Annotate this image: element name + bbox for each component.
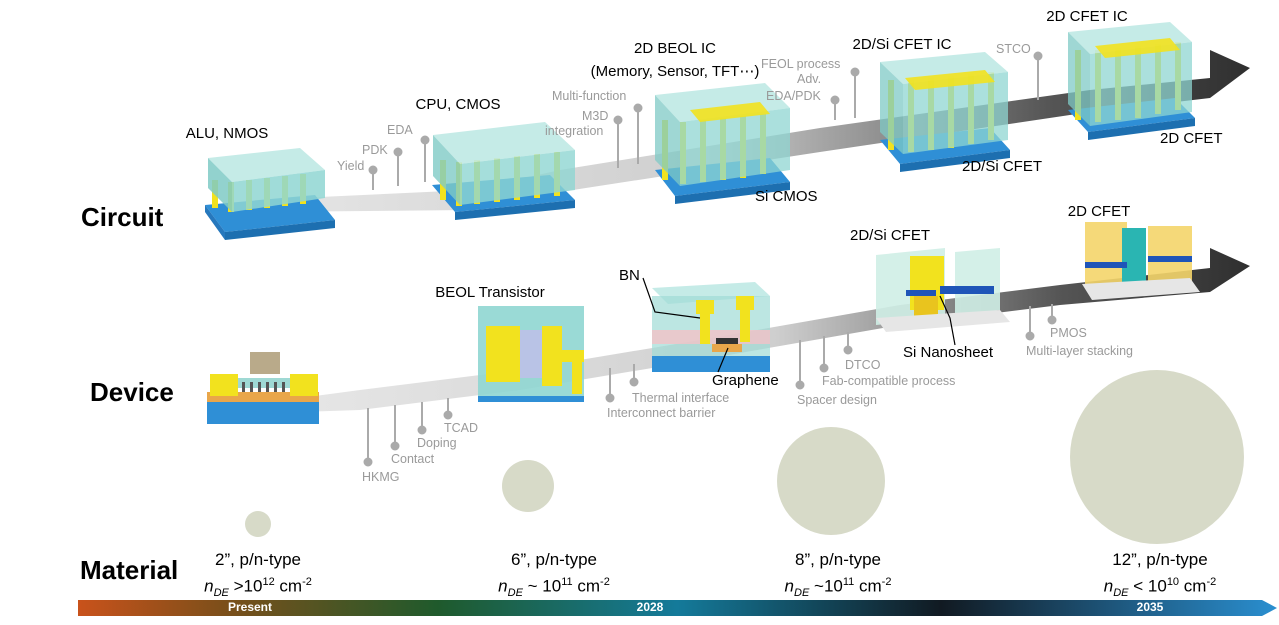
- ann-spacer-design: Spacer design: [797, 393, 877, 407]
- ann-hkmg: HKMG: [362, 470, 400, 484]
- circuit-chip-si-cfet: [880, 52, 1010, 172]
- circuit-stage-alu-label: ALU, NMOS: [185, 125, 269, 142]
- timeline-2028: 2028: [636, 600, 664, 614]
- bn-leader: [642, 277, 701, 319]
- ann-feol-process: FEOL process: [761, 57, 841, 71]
- wafer-12in: [1070, 370, 1244, 544]
- timeline-2035: 2035: [1136, 600, 1164, 614]
- ann-doping: Doping: [417, 436, 457, 450]
- circuit-2d-cfet-sublabel: 2D CFET: [1160, 130, 1223, 147]
- row-label-device: Device: [90, 377, 174, 407]
- row-label-material: Material: [80, 555, 179, 585]
- circuit-stage-si-cfet-label: 2D/Si CFET IC: [852, 36, 952, 53]
- ann-multilayer-stacking: Multi-layer stacking: [1026, 344, 1133, 358]
- timeline-bar: [78, 600, 1277, 616]
- device-si-nanosheet-label: Si Nanosheet: [903, 344, 994, 361]
- device-graphene-bn: [652, 282, 770, 372]
- device-beol-transistor-label: BEOL Transistor: [435, 284, 545, 301]
- ann-multifunction: Multi-function: [552, 89, 627, 103]
- ann-m3d: M3D: [582, 109, 609, 123]
- ann-dtco: DTCO: [845, 358, 881, 372]
- ann-m3d-integration: integration: [545, 124, 604, 138]
- ann-pdk: PDK: [362, 143, 388, 157]
- circuit-chip-alu: [205, 148, 335, 240]
- circuit-arrow: [255, 50, 1250, 212]
- si-nanosheet-leader: [939, 295, 956, 346]
- ann-adv-eda-pdk: EDA/PDK: [766, 89, 821, 103]
- ann-tcad: TCAD: [444, 421, 479, 435]
- wafer-8in: [777, 427, 885, 535]
- material-item-6in: 6”, p/n-type nDE ~ 1011 cm-2: [498, 549, 610, 604]
- circuit-stage-2d-cfet-label: 2D CFET IC: [1046, 8, 1128, 25]
- ann-adv: Adv.: [797, 72, 822, 86]
- device-bn-label: BN: [619, 267, 640, 284]
- circuit-stage-beol-sublabel: (Memory, Sensor, TFT⋯): [590, 63, 760, 80]
- circuit-stage-beol-label: 2D BEOL IC: [634, 40, 716, 57]
- ann-eda: EDA: [387, 123, 413, 137]
- material-density: nDE >1012 cm-2: [204, 576, 312, 600]
- material-item-12in: 12”, p/n-type nDE < 1010 cm-2: [1104, 549, 1216, 604]
- circuit-si-cmos-label: Si CMOS: [755, 188, 818, 205]
- material-size: 2”, p/n-type: [214, 550, 301, 569]
- device-2d-cfet-label: 2D CFET: [1067, 203, 1131, 220]
- material-size: 12”, p/n-type: [1112, 550, 1208, 569]
- device-planar-fet: [207, 352, 319, 424]
- circuit-chip-2d-cfet: [1068, 22, 1195, 140]
- device-graphene-label: Graphene: [712, 372, 779, 389]
- row-label-circuit: Circuit: [81, 202, 164, 232]
- circuit-chip-beol: [655, 83, 790, 204]
- device-si-cfet-label: 2D/Si CFET: [849, 227, 931, 244]
- wafer-2in: [245, 511, 271, 537]
- material-item-8in: 8”, p/n-type nDE ~1011 cm-2: [785, 549, 892, 604]
- ann-pmos: PMOS: [1050, 326, 1087, 340]
- material-size: 6”, p/n-type: [510, 550, 597, 569]
- device-beol-transistor: [478, 306, 584, 402]
- circuit-chip-cpu: [432, 122, 575, 220]
- material-density: nDE ~1011 cm-2: [784, 576, 892, 600]
- ann-stco: STCO: [996, 42, 1031, 56]
- graphene-leader: [717, 347, 729, 373]
- device-2d-cfet: [1082, 222, 1200, 300]
- ann-thermal-interface: Thermal interface: [632, 391, 730, 405]
- ann-interconnect-barrier: Interconnect barrier: [607, 406, 716, 420]
- wafer-6in: [502, 460, 554, 512]
- ann-yield: Yield: [337, 159, 365, 173]
- material-size: 8”, p/n-type: [795, 550, 881, 569]
- circuit-stage-cpu-label: CPU, CMOS: [415, 96, 501, 113]
- material-item-2in: 2”, p/n-type nDE >1012 cm-2: [204, 549, 312, 604]
- material-density: nDE ~ 1011 cm-2: [498, 576, 610, 600]
- ann-fab-compatible: Fab-compatible process: [822, 374, 956, 388]
- circuit-si-cfet-sublabel: 2D/Si CFET: [962, 158, 1043, 175]
- device-si-cfet: [876, 248, 1010, 332]
- material-density: nDE < 1010 cm-2: [1103, 576, 1217, 600]
- ann-contact: Contact: [391, 452, 435, 466]
- timeline-present: Present: [227, 600, 273, 614]
